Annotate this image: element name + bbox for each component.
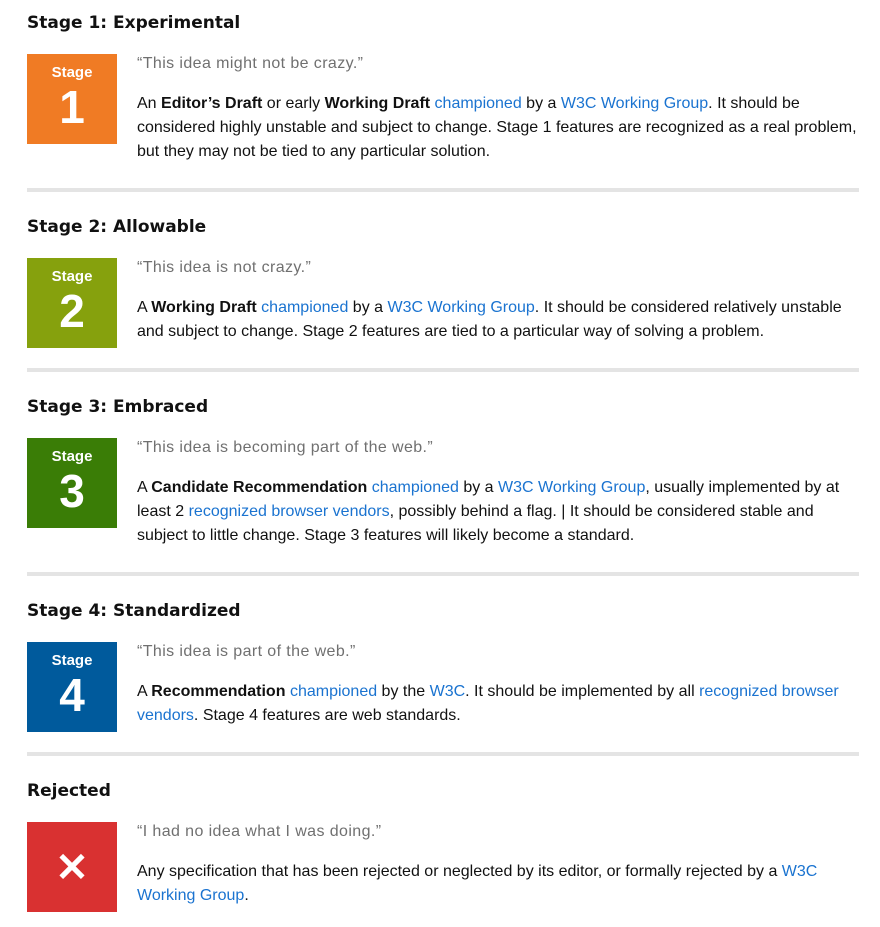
stage-1-description: An Editor’s Draft or early Working Draft… xyxy=(137,92,859,164)
rejected-description: Any specification that has been rejected… xyxy=(137,860,859,908)
stage-1-badge-number: 1 xyxy=(59,81,85,133)
text: . xyxy=(244,887,249,904)
stage-3-badge-number: 3 xyxy=(59,465,85,517)
working-draft-term: Working Draft xyxy=(324,95,431,112)
stage-1-quote: “This idea might not be crazy.” xyxy=(137,55,364,72)
stage-1-badge: Stage 1 xyxy=(27,54,117,144)
text: by a xyxy=(458,479,499,496)
recognized-browser-vendors-link[interactable]: recognized browser vendors xyxy=(188,503,390,520)
stage-1-heading: Stage 1: Experimental xyxy=(27,13,241,33)
section-divider xyxy=(27,572,859,576)
text: by a xyxy=(348,299,388,316)
rejected-quote: “I had no idea what I was doing.” xyxy=(137,823,382,840)
text: . It should be implemented by all xyxy=(465,683,700,700)
text: An xyxy=(137,95,162,112)
stage-4-badge-number: 4 xyxy=(59,669,85,721)
close-icon: ✕ xyxy=(55,846,89,890)
w3c-working-group-link[interactable]: W3C Working Group xyxy=(387,299,535,316)
stage-4-description: A Recommendation championed by the W3C. … xyxy=(137,680,859,728)
text: A xyxy=(137,683,152,700)
stage-4-quote: “This idea is part of the web.” xyxy=(137,643,356,660)
stage-4-heading: Stage 4: Standardized xyxy=(27,601,241,621)
recognized-browser-vendors-link[interactable]: recognized browser vendors xyxy=(137,683,839,724)
text: . It should be considered highly unstabl… xyxy=(137,95,857,160)
championed-link[interactable]: championed xyxy=(434,95,522,112)
stage-2-description: A Working Draft championed by a W3C Work… xyxy=(137,296,859,344)
text: , possibly behind a flag. | It should be… xyxy=(137,503,814,544)
stage-3-description: A Candidate Recommendation championed by… xyxy=(137,476,859,548)
w3c-working-group-link[interactable]: W3C Working Group xyxy=(560,95,709,112)
stage-2-badge-label: Stage xyxy=(51,268,93,285)
stage-2-heading: Stage 2: Allowable xyxy=(27,217,207,237)
stage-4-badge-label: Stage xyxy=(51,652,93,669)
text: . Stage 4 features are web standards. xyxy=(193,707,461,724)
section-divider xyxy=(27,188,859,192)
section-divider xyxy=(27,368,859,372)
stage-3-quote: “This idea is becoming part of the web.” xyxy=(137,439,434,456)
stage-3-badge: Stage 3 xyxy=(27,438,117,528)
championed-link[interactable]: championed xyxy=(261,299,349,316)
stage-2-badge: Stage 2 xyxy=(27,258,117,348)
stage-1-badge-label: Stage xyxy=(51,64,93,81)
text: A xyxy=(137,479,152,496)
stage-4-badge: Stage 4 xyxy=(27,642,117,732)
editors-draft-term: Editor’s Draft xyxy=(161,95,263,112)
stage-3-heading: Stage 3: Embraced xyxy=(27,397,209,417)
rejected-heading: Rejected xyxy=(27,781,111,801)
text: by the xyxy=(377,683,430,700)
w3c-working-group-link[interactable]: W3C Working Group xyxy=(137,863,818,904)
w3c-working-group-link[interactable]: W3C Working Group xyxy=(498,479,646,496)
text: , usually implemented by at least 2 xyxy=(137,479,840,520)
recommendation-term: Recommendation xyxy=(151,683,286,700)
text: Any specification that has been rejected… xyxy=(137,863,782,880)
text: or early xyxy=(262,95,325,112)
rejected-badge: ✕ xyxy=(27,822,117,912)
stage-3-badge-label: Stage xyxy=(51,448,93,465)
text: A xyxy=(137,299,152,316)
stage-2-badge-number: 2 xyxy=(59,285,85,337)
text: . It should be considered relatively uns… xyxy=(137,299,842,340)
championed-link[interactable]: championed xyxy=(371,479,459,496)
stage-2-quote: “This idea is not crazy.” xyxy=(137,259,312,276)
candidate-recommendation-term: Candidate Recommendation xyxy=(151,479,368,496)
championed-link[interactable]: championed xyxy=(289,683,378,700)
working-draft-term: Working Draft xyxy=(151,299,257,316)
w3c-link[interactable]: W3C xyxy=(429,683,466,700)
section-divider xyxy=(27,752,859,756)
text: by a xyxy=(521,95,561,112)
